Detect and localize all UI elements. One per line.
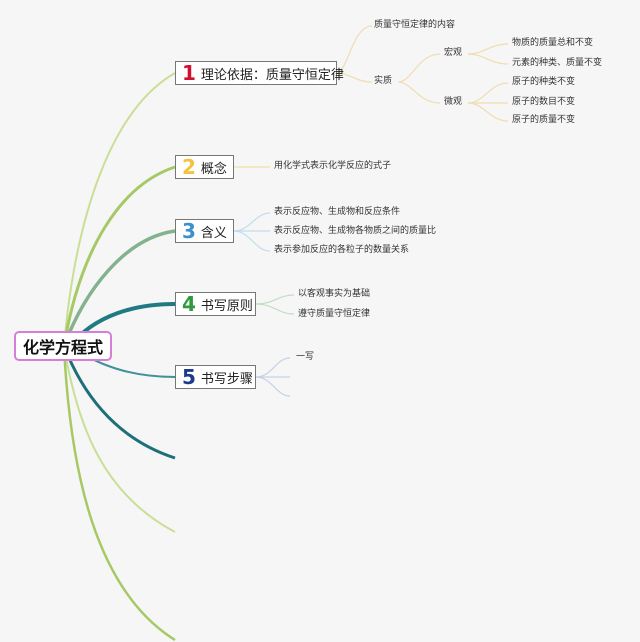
branch-6-line	[62, 345, 176, 460]
leaf-step-1[interactable]: 一写	[296, 352, 315, 362]
micro-to-leaf1	[467, 82, 509, 104]
leaf-meaning-3[interactable]: 表示参加反应的各粒子的数量关系	[274, 245, 410, 255]
branch-label-4: 书写原则	[200, 298, 253, 314]
b1-to-essence	[335, 72, 373, 83]
leaf-micro-1[interactable]: 原子的种类不变	[512, 77, 576, 87]
branch-node-1[interactable]: 1 理论依据：质量守恒定律	[175, 61, 344, 85]
leaf-content[interactable]: 质量守恒定律的内容	[374, 20, 456, 30]
root-node[interactable]: 化学方程式	[14, 331, 112, 361]
branch-label-3: 含义	[200, 225, 227, 241]
leaf-macro-1[interactable]: 物质的质量总和不变	[512, 38, 594, 48]
branch-label-5: 书写步骤	[200, 371, 253, 387]
branch-label-2: 概念	[200, 161, 227, 177]
b1-to-content	[335, 25, 373, 74]
leaf-essence[interactable]: 实质	[374, 76, 393, 86]
leaf-principle-2[interactable]: 遵守质量守恒定律	[298, 309, 371, 319]
branch-label-1: 理论依据：质量守恒定律	[200, 67, 344, 83]
leaf-macro[interactable]: 宏观	[444, 48, 463, 58]
branch-7-line	[63, 345, 176, 533]
branch-number-5: 5	[182, 365, 196, 389]
b5-to-s3	[255, 376, 291, 397]
branch-node-4[interactable]: 4 书写原则	[175, 292, 256, 316]
leaf-meaning-1[interactable]: 表示反应物、生成物和反应条件	[274, 207, 401, 217]
b3-to-m3	[233, 230, 271, 252]
b4-to-p1	[255, 294, 295, 305]
branch-node-2[interactable]: 2 概念	[175, 155, 234, 179]
b5-to-s1	[255, 357, 291, 378]
branch-number-4: 4	[182, 292, 196, 316]
branch-number-2: 2	[182, 155, 196, 179]
b3-to-m1	[233, 212, 271, 232]
essence-to-macro	[397, 53, 441, 83]
b4-to-p2	[255, 303, 295, 315]
leaf-micro[interactable]: 微观	[444, 97, 463, 107]
root-label: 化学方程式	[22, 338, 103, 357]
leaf-principle-1[interactable]: 以客观事实为基础	[298, 289, 371, 299]
leaf-macro-2[interactable]: 元素的种类、质量不变	[512, 58, 603, 68]
branch-1-line	[63, 72, 176, 347]
macro-to-leaf1	[467, 43, 509, 55]
branch-number-1: 1	[182, 61, 196, 85]
leaf-micro-3[interactable]: 原子的质量不变	[512, 115, 576, 125]
leaf-meaning-2[interactable]: 表示反应物、生成物各物质之间的质量比	[274, 226, 437, 236]
essence-to-micro	[397, 81, 441, 104]
branch-3-line	[62, 229, 176, 347]
branch-node-3[interactable]: 3 含义	[175, 219, 234, 243]
branch-8-line	[62, 345, 176, 642]
micro-to-leaf3	[467, 102, 509, 122]
branch-number-3: 3	[182, 219, 196, 243]
leaf-micro-2[interactable]: 原子的数目不变	[512, 97, 576, 107]
branch-2-line	[62, 165, 176, 347]
branch-node-5[interactable]: 5 书写步骤	[175, 365, 256, 389]
leaf-definition[interactable]: 用化学式表示化学反应的式子	[274, 161, 392, 171]
macro-to-leaf2	[467, 53, 509, 65]
